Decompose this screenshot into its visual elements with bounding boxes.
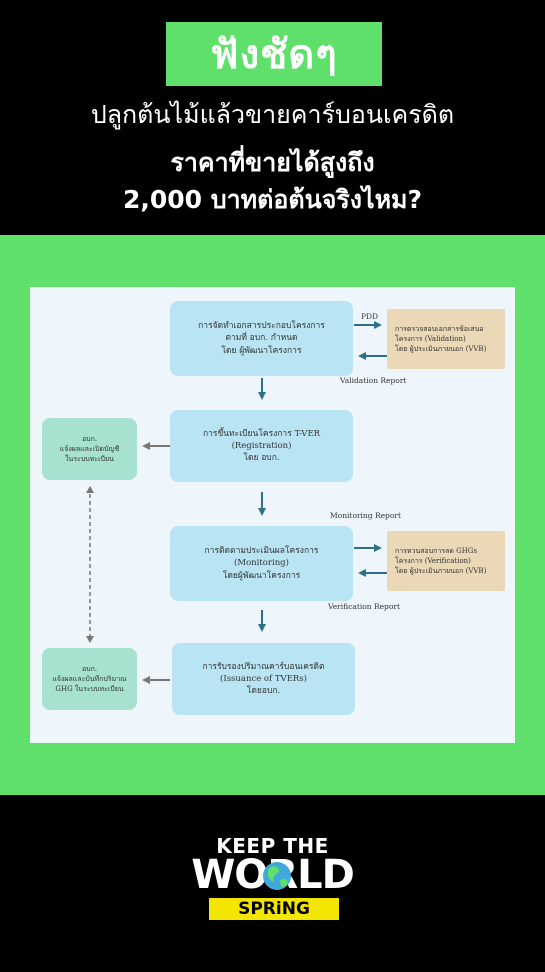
- headline-line-1: ปลูกต้นไม้แล้วขายคาร์บอนเครดิต: [90, 100, 455, 129]
- headline-line-2: ราคาที่ขายได้สูงถึง: [170, 148, 375, 177]
- verification-report-label: Verification Report: [328, 602, 400, 611]
- header: ฟังชัดๆ ปลูกต้นไม้แล้วขายคาร์บอนเครดิต ร…: [0, 0, 545, 235]
- step1-line1: การจัดทำเอกสารประกอบโครงการ: [198, 321, 325, 332]
- step-document-preparation: การจัดทำเอกสารประกอบโครงการ ตามที่ อบก. …: [170, 301, 353, 376]
- validation-line3: โดย ผู้ประเมินภายนอก (VVB): [395, 345, 487, 354]
- validation-line1: การตรวจสอบเอกสารข้อเสนอ: [395, 324, 484, 333]
- dashed-link-head-top: [86, 486, 94, 493]
- verification-line1: การทวนสอบการลด GHGs: [395, 546, 478, 555]
- step1-line2: ตามที่ อบก. กำหนด: [225, 333, 298, 344]
- step4-line3: โดยอบก.: [246, 686, 281, 697]
- registry-note-line1: อบก.: [81, 434, 98, 443]
- title-tag: ฟังชัดๆ: [166, 22, 382, 86]
- credit-note-line2: แจ้งผลและบันทึกปริมาณ: [52, 674, 127, 683]
- step2-line3: โดย อบก.: [243, 453, 280, 464]
- registry-note-line2: แจ้งผลและเปิดบัญชี: [59, 444, 120, 453]
- logo-spring: SPRiNG: [209, 898, 339, 920]
- step-monitoring: การติดตามประเมินผลโครงการ (Monitoring) โ…: [170, 526, 353, 601]
- credit-note-line3: GHG ในระบบทะเบียน: [55, 685, 124, 694]
- credit-note-box: อบก. แจ้งผลและบันทึกปริมาณ GHG ในระบบทะเ…: [42, 648, 137, 710]
- step2-line2: (Registration): [231, 440, 292, 451]
- step3-line1: การติดตามประเมินผลโครงการ: [204, 546, 319, 557]
- credit-note-line1: อบก.: [81, 664, 98, 673]
- validation-line2: โครงการ (Validation): [395, 334, 466, 343]
- step1-line3: โดย ผู้พัฒนาโครงการ: [221, 345, 302, 356]
- verification-line2: โครงการ (Verification): [395, 556, 471, 565]
- step4-line2: (Issuance of TVERs): [220, 673, 307, 684]
- step2-line1: การขึ้นทะเบียนโครงการ T-VER: [202, 428, 321, 439]
- registry-note-box: อบก. แจ้งผลและเปิดบัญชี ในระบบทะเบียน: [42, 418, 137, 480]
- registry-note-line3: ในระบบทะเบียน: [65, 455, 114, 464]
- headline-line-3: 2,000 บาทต่อต้นจริงไหม?: [122, 185, 423, 214]
- validation-report-label: Validation Report: [340, 376, 407, 385]
- verification-box: การทวนสอบการลด GHGs โครงการ (Verificatio…: [387, 531, 505, 591]
- step3-line3: โดยผู้พัฒนาโครงการ: [222, 570, 301, 581]
- monitoring-report-label: Monitoring Report: [330, 511, 401, 520]
- verification-line3: โดย ผู้ประเมินภายนอก (VVB): [395, 567, 487, 576]
- step-registration: การขึ้นทะเบียนโครงการ T-VER (Registratio…: [170, 410, 353, 482]
- logo-world: WORLD: [191, 852, 355, 898]
- validation-box: การตรวจสอบเอกสารข้อเสนอ โครงการ (Validat…: [387, 309, 505, 369]
- logo-keep-the: KEEP THE: [216, 834, 329, 858]
- step3-line2: (Monitoring): [234, 558, 289, 569]
- dashed-link-head-bottom: [86, 636, 94, 643]
- step4-line1: การรับรองปริมาณคาร์บอนเครดิต: [202, 661, 325, 672]
- step-issuance: การรับรองปริมาณคาร์บอนเครดิต (Issuance o…: [172, 643, 355, 715]
- pdd-label: PDD: [361, 312, 379, 321]
